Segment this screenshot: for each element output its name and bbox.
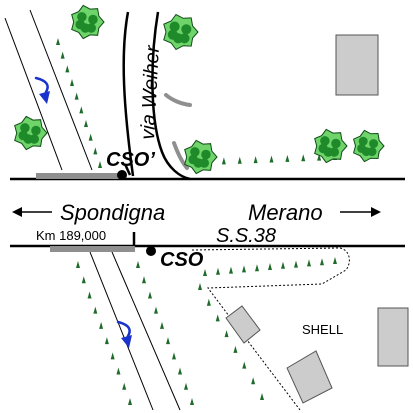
grass-tuft-icon (70, 79, 74, 86)
grass-tuft-icon (93, 147, 98, 155)
cso-prime-point (117, 170, 127, 180)
grass-tuft-icon (160, 321, 164, 329)
culvert-arcs (164, 93, 192, 170)
spondigna-label: Spondigna (60, 200, 165, 225)
grass-tuft-icon (224, 330, 229, 338)
grass-tuft-icon (60, 51, 65, 59)
tree-icon (184, 139, 218, 175)
grass-tuft-icon (320, 258, 324, 266)
grass-tuft-icon (281, 261, 285, 269)
grass-tuft-icon (190, 398, 194, 405)
grass-tuft-icon (93, 306, 98, 314)
tree-icon (353, 129, 385, 163)
cso-prime-label: CSO’ (106, 149, 155, 171)
flow-arrow-icon (116, 320, 132, 348)
cso-label: CSO (160, 249, 204, 271)
grass-tuft-icon (88, 133, 93, 141)
tree-icon (14, 115, 48, 151)
grass-tuft-icon (203, 269, 207, 276)
grass-tuft-icon (251, 377, 256, 385)
cso-point (146, 246, 156, 256)
culvert-bar-upper (36, 173, 119, 179)
grass-tuft-icon (116, 367, 121, 375)
grass-tuft-icon (166, 337, 170, 345)
grass-tuft-icon (198, 283, 202, 290)
grass-tuft-icon (136, 261, 140, 268)
tree-icon (71, 4, 105, 40)
grass-tuft-icon (87, 291, 92, 299)
arrow-left-icon (12, 207, 52, 217)
grass-tuft-icon (294, 260, 298, 268)
building-icon (225, 34, 409, 404)
grass-tuft-icon (233, 345, 238, 353)
grass-tuft-icon (215, 314, 220, 322)
grass-tuft-icon (74, 92, 79, 100)
grass-tuft-icon (307, 259, 311, 267)
vegetation-trees (14, 4, 385, 175)
grass-tuft-icon (184, 382, 188, 390)
culvert-bar-lower (50, 246, 135, 252)
grass-tuft-icon (56, 38, 60, 45)
via-weiher-road (122, 11, 191, 181)
grass-tuft-icon (216, 267, 220, 275)
grass-tuft-icon (76, 261, 80, 268)
merano-label: Merano (248, 200, 323, 225)
grass-tuft-icon (172, 352, 176, 360)
grass-tuft-icon (269, 155, 274, 163)
vegetation-grass (56, 38, 337, 405)
grass-tuft-icon (178, 367, 182, 375)
arrow-right-icon (340, 207, 381, 217)
grass-tuft-icon (301, 154, 306, 162)
tree-icon (314, 128, 348, 164)
grass-tuft-icon (110, 352, 115, 360)
grass-tuft-icon (142, 276, 146, 284)
grass-tuft-icon (242, 265, 246, 273)
grass-tuft-icon (333, 257, 337, 264)
grass-tuft-icon (81, 276, 86, 284)
grass-tuft-icon (65, 65, 70, 73)
grass-tuft-icon (255, 264, 259, 272)
grass-tuft-icon (285, 154, 290, 162)
grass-tuft-icon (128, 398, 132, 405)
grass-tuft-icon (206, 298, 211, 306)
grass-tuft-icon (229, 266, 233, 274)
grass-tuft-icon (122, 382, 127, 390)
grass-tuft-icon (98, 161, 102, 168)
grass-tuft-icon (99, 321, 104, 329)
shell-label: SHELL (302, 322, 343, 337)
ss38-label: S.S.38 (216, 225, 276, 247)
stream-upper (4, 9, 93, 171)
grass-tuft-icon (268, 263, 272, 270)
grass-tuft-icon (253, 156, 258, 164)
tree-icon (163, 13, 199, 51)
grass-tuft-icon (104, 337, 109, 345)
stream-lower (89, 251, 181, 411)
shell-boundary (191, 247, 350, 411)
grass-tuft-icon (317, 153, 322, 161)
flow-arrow-icon (34, 76, 50, 104)
grass-tuft-icon (260, 393, 264, 400)
grass-tuft-icon (148, 291, 152, 299)
km-label: Km 189,000 (36, 228, 106, 243)
grass-tuft-icon (84, 120, 88, 127)
grass-tuft-icon (237, 156, 242, 164)
via-weiher-label: via Weiher (137, 44, 164, 140)
grass-tuft-icon (242, 361, 247, 369)
grass-tuft-icon (79, 106, 84, 114)
grass-tuft-icon (221, 157, 226, 165)
grass-tuft-icon (154, 306, 158, 314)
